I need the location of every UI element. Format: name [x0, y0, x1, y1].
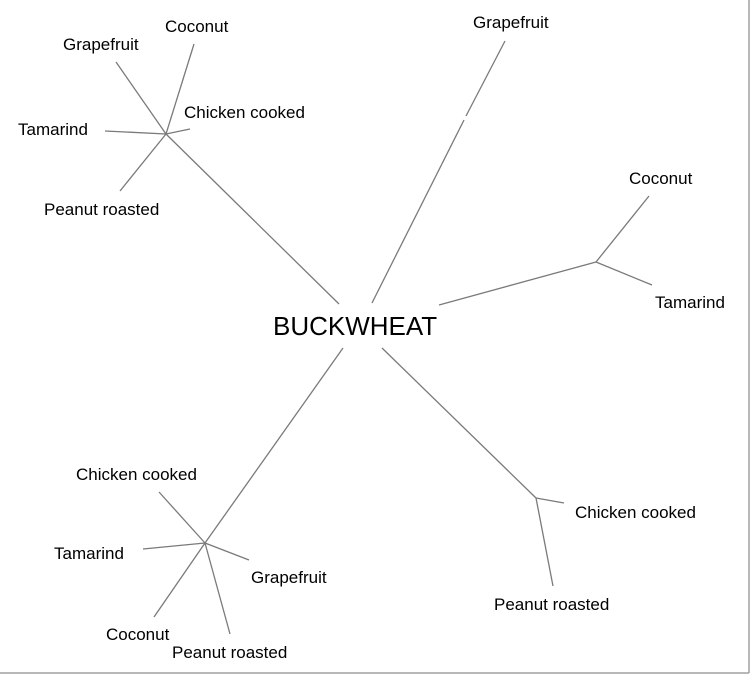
leaf-chicken-cooked: Chicken cooked — [76, 465, 197, 484]
edge-coconut — [153, 542, 206, 618]
branch-lower-right: Chicken cooked Peanut roasted — [381, 347, 696, 614]
edge-grapefruit — [115, 61, 167, 135]
edge-peanut-roasted — [204, 542, 231, 635]
branch-upper-left: Coconut Grapefruit Chicken cooked Tamari… — [18, 17, 340, 305]
edge-coconut — [165, 43, 195, 135]
leaf-chicken-cooked: Chicken cooked — [575, 503, 696, 522]
edge-root-to-grapefruit — [371, 119, 465, 304]
leaf-coconut: Coconut — [629, 169, 693, 188]
edge-tamarind — [142, 542, 206, 550]
edge-peanut-roasted — [119, 133, 167, 192]
leaf-chicken-cooked: Chicken cooked — [184, 103, 305, 122]
edge-grapefruit — [465, 40, 506, 117]
leaf-grapefruit: Grapefruit — [251, 568, 327, 587]
leaf-grapefruit: Grapefruit — [63, 35, 139, 54]
edge-root-to-right — [438, 261, 597, 306]
leaf-tamarind: Tamarind — [54, 544, 124, 563]
edge-root-to-upper-left — [165, 133, 340, 305]
leaf-peanut-roasted: Peanut roasted — [494, 595, 609, 614]
edge-root-to-lower-right — [381, 347, 537, 499]
edge-chicken-cooked — [165, 128, 191, 135]
leaf-tamarind: Tamarind — [18, 120, 88, 139]
edge-tamarind — [104, 130, 167, 135]
edge-chicken-cooked — [158, 491, 206, 544]
leaf-coconut: Coconut — [165, 17, 229, 36]
leaf-tamarind: Tamarind — [655, 293, 725, 312]
edge-grapefruit — [204, 542, 250, 561]
root-label: BUCKWHEAT — [273, 311, 437, 341]
edge-tamarind — [595, 261, 653, 286]
edge-root-to-lower-left — [204, 347, 344, 544]
branch-right: Coconut Tamarind — [438, 169, 725, 312]
leaf-peanut-roasted: Peanut roasted — [44, 200, 159, 219]
edge-chicken-cooked — [535, 497, 565, 504]
leaf-coconut: Coconut — [106, 625, 170, 644]
leaf-grapefruit: Grapefruit — [473, 13, 549, 32]
leaf-peanut-roasted: Peanut roasted — [172, 643, 287, 662]
branch-top: Grapefruit — [371, 13, 549, 304]
branch-lower-left: Chicken cooked Tamarind Grapefruit Cocon… — [54, 347, 344, 662]
edge-coconut — [595, 195, 650, 263]
edge-peanut-roasted — [535, 497, 554, 587]
